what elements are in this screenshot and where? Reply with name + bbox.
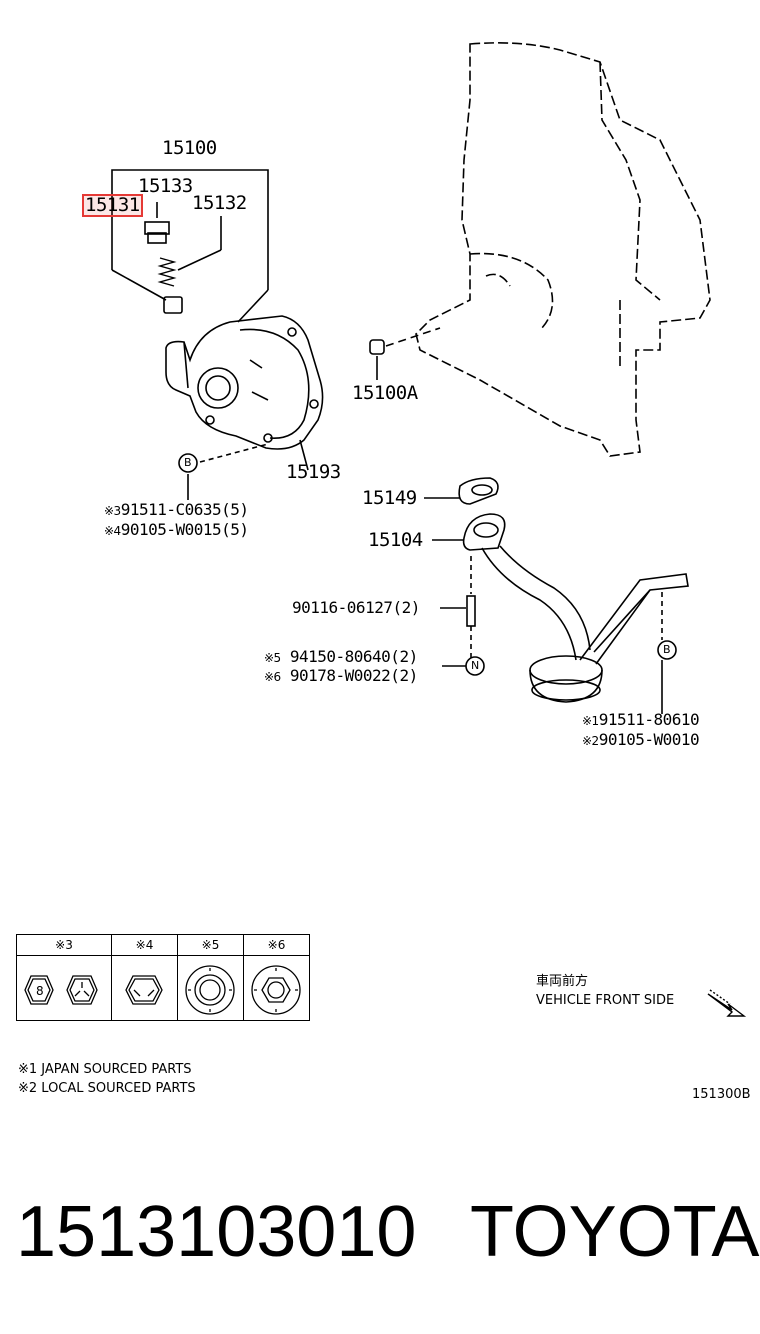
callout-r5[interactable]: ※5 94150-80640(2) <box>264 647 418 666</box>
label-15100A[interactable]: 15100A <box>352 382 418 404</box>
engine-block <box>415 42 711 457</box>
label-15149[interactable]: 15149 <box>362 487 417 509</box>
legend-header-r4: ※4 <box>111 934 178 956</box>
direction-english: VEHICLE FRONT SIDE <box>536 993 675 1008</box>
diagram-code: 151300B <box>692 1087 751 1102</box>
label-15104[interactable]: 15104 <box>368 529 423 551</box>
footer-brand: TOYOTA <box>470 1192 760 1272</box>
callout-90116[interactable]: 90116-06127(2) <box>292 598 420 617</box>
legend-cell-r4 <box>111 955 178 1021</box>
direction-japanese: 車両前方 <box>536 974 589 989</box>
callout-r6[interactable]: ※6 90178-W0022(2) <box>264 666 418 685</box>
strainer-15104 <box>432 513 689 703</box>
label-15133[interactable]: 15133 <box>138 175 193 197</box>
label-15132[interactable]: 15132 <box>192 192 247 214</box>
bolt-b-right-label: B <box>663 643 671 656</box>
callout-r3[interactable]: ※391511-C0635(5) <box>104 500 249 519</box>
bolt-n-label: N <box>471 659 480 672</box>
stud-90116 <box>440 556 476 660</box>
legend-cell-r3: 8 <box>16 955 112 1021</box>
callout-r4[interactable]: ※490105-W0015(5) <box>104 520 249 539</box>
legend-header-r5: ※5 <box>177 934 244 956</box>
bolt-b-top-label: B <box>184 456 192 469</box>
callout-r1[interactable]: ※191511-80610 <box>582 710 700 729</box>
legend-cell-r5 <box>177 955 244 1021</box>
legend-header-r6: ※6 <box>243 934 310 956</box>
note-japan-sourced: ※1 JAPAN SOURCED PARTS <box>18 1062 192 1077</box>
valve-15131 <box>163 296 183 314</box>
oil-pump-body <box>165 315 324 471</box>
gasket-15149 <box>424 477 499 505</box>
bracket-15100 <box>111 169 269 290</box>
label-15131-highlighted[interactable]: 15131 <box>82 194 143 217</box>
callout-r2[interactable]: ※290105-W0010 <box>582 730 700 749</box>
plug-15133 <box>144 202 170 244</box>
hex-digit: 8 <box>36 984 44 998</box>
note-local-sourced: ※2 LOCAL SOURCED PARTS <box>18 1081 196 1096</box>
footer-part-number: 1513103010 <box>16 1192 417 1272</box>
legend-header-r3: ※3 <box>16 934 112 956</box>
label-15100[interactable]: 15100 <box>162 137 217 159</box>
legend-cell-r6 <box>243 955 310 1021</box>
direction-arrow <box>707 989 747 1017</box>
fastener-legend-table: ※3 ※4 ※5 ※6 8 <box>16 934 310 1021</box>
spring-15132 <box>157 257 177 287</box>
dowel-15100A <box>369 327 441 380</box>
label-15193[interactable]: 15193 <box>286 461 341 483</box>
